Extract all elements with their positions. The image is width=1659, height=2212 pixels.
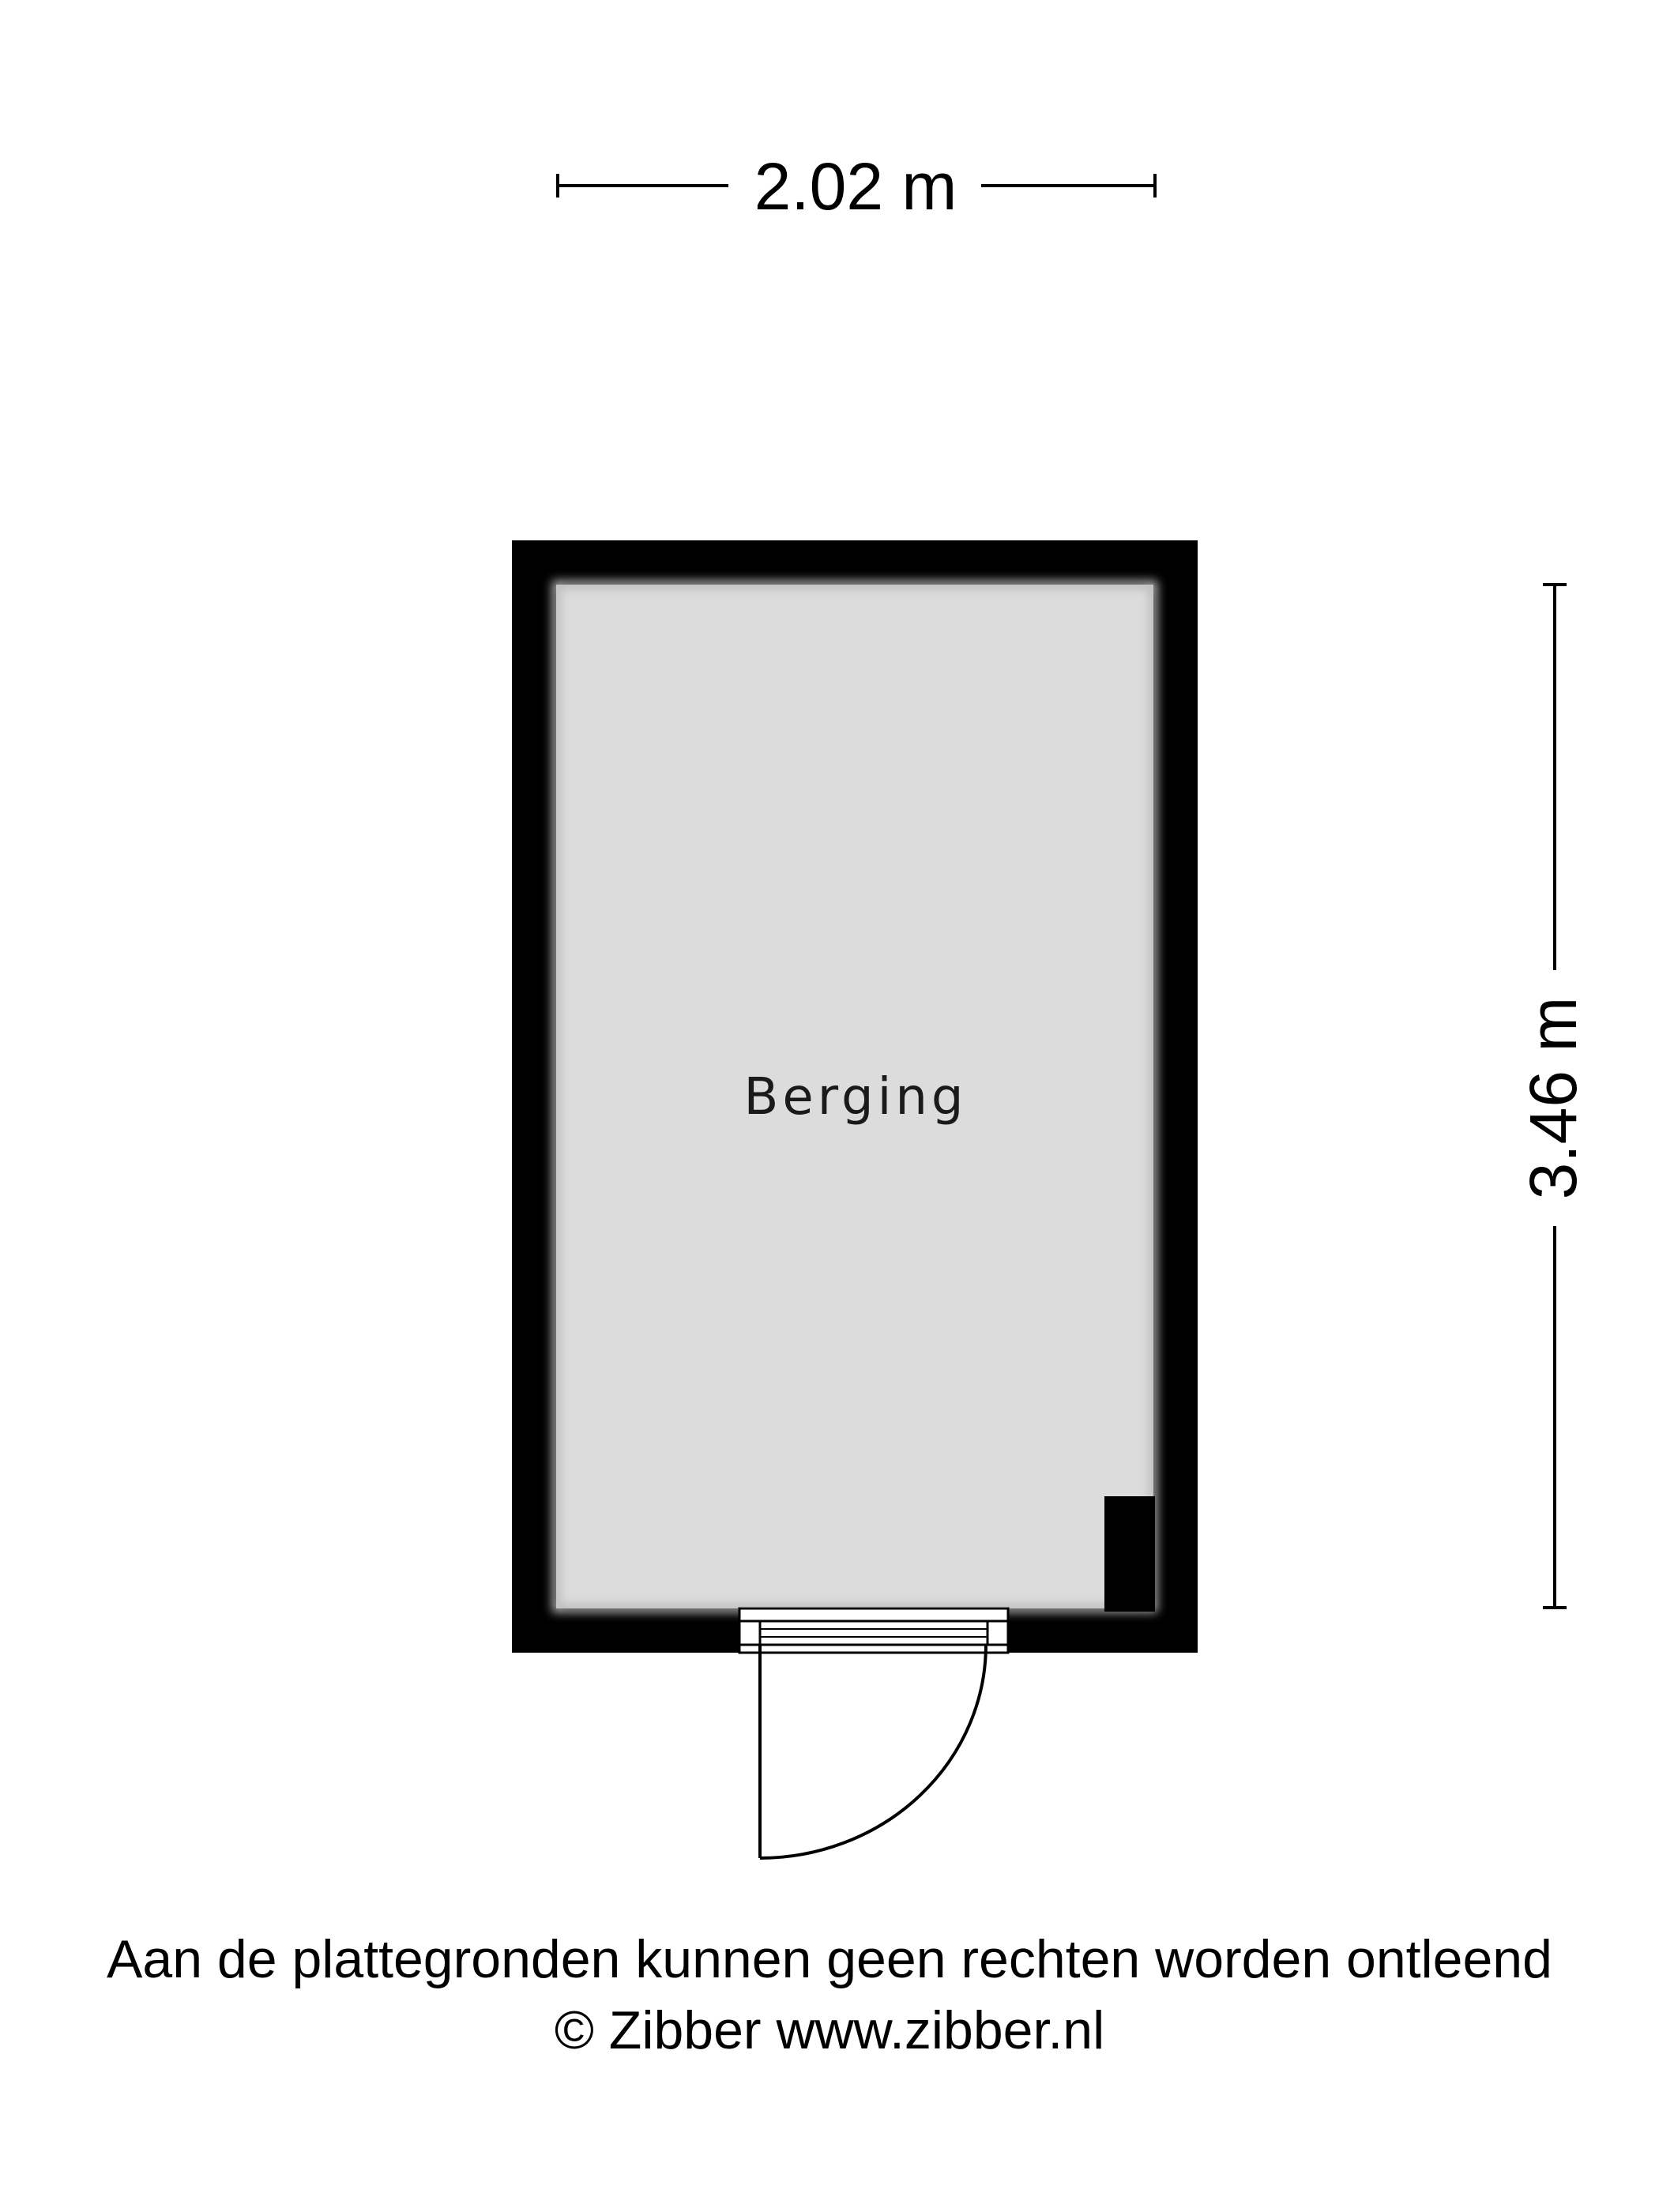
depth-dimension: 3.46 m bbox=[1516, 583, 1590, 1609]
room-berging: Berging bbox=[512, 540, 1198, 1860]
disclaimer-text: Aan de plattegronden kunnen geen rechten… bbox=[107, 1929, 1552, 1989]
door-threshold bbox=[738, 1607, 1010, 1654]
floor-area bbox=[556, 585, 1153, 1608]
room-label: Berging bbox=[743, 1068, 967, 1127]
swing-door-icon bbox=[758, 1644, 988, 1860]
copyright-text: © Zibber www.zibber.nl bbox=[554, 2000, 1105, 2060]
width-dimension-label: 2.02 m bbox=[754, 149, 957, 224]
width-dimension: 2.02 m bbox=[556, 149, 1157, 224]
depth-dimension-label: 3.46 m bbox=[1516, 997, 1590, 1200]
corner-wall-block bbox=[1104, 1496, 1155, 1612]
